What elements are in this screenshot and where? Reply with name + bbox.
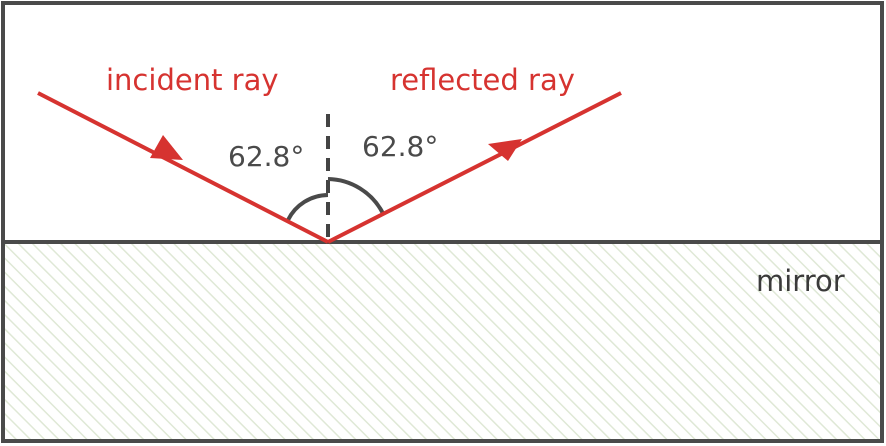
mirror-label: mirror xyxy=(756,264,845,298)
reflection-angle-arc xyxy=(327,177,385,214)
mirror-surface xyxy=(3,242,882,441)
reflection-angle-label: 62.8° xyxy=(362,130,438,163)
reflected-ray-label: reflected ray xyxy=(390,63,575,97)
reflected-ray xyxy=(327,91,622,244)
incident-arrowhead xyxy=(150,135,183,160)
incidence-angle-arc xyxy=(286,193,329,221)
incident-ray xyxy=(37,91,329,244)
incident-ray-label: incident ray xyxy=(106,63,279,97)
incidence-angle-label: 62.8° xyxy=(228,140,304,173)
reflected-arrowhead xyxy=(488,139,522,161)
